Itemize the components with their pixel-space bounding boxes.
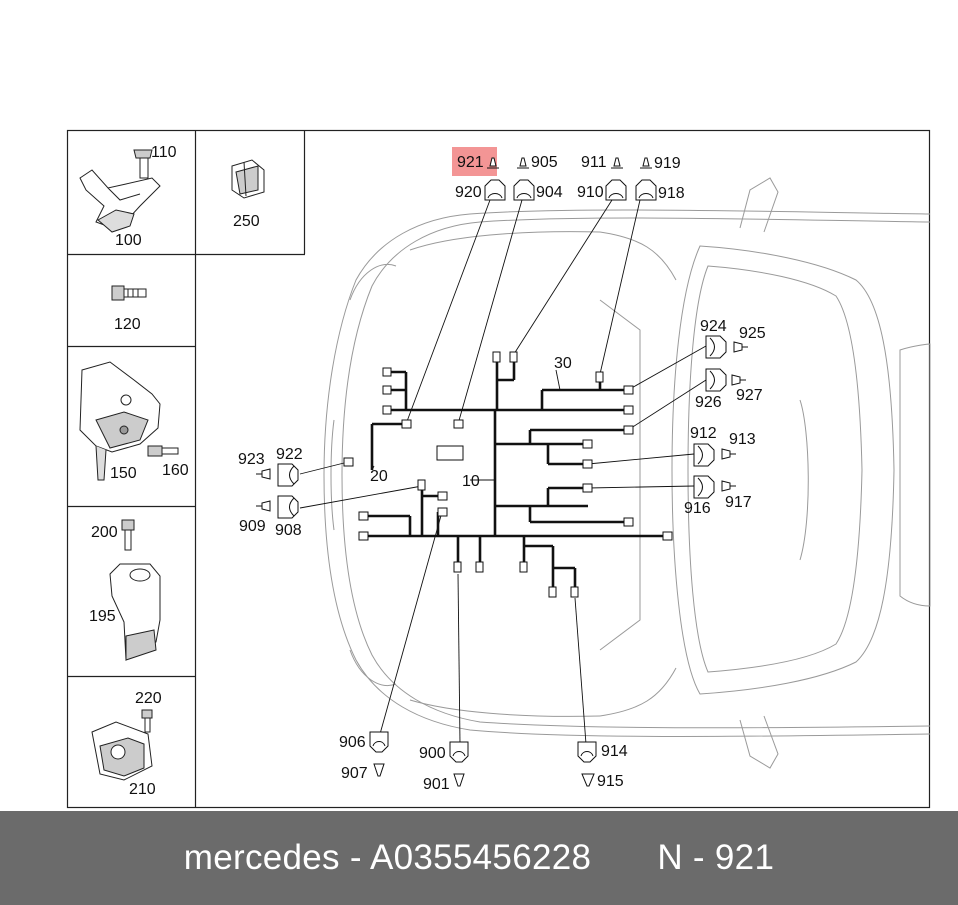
bolt-120-sketch [111, 285, 147, 301]
part-label-914: 914 [601, 743, 628, 760]
footer-part-number: A0355456228 [369, 838, 592, 877]
side-panel-labels: 110 100 250 120 150 160 200 195 220 210 [89, 144, 260, 798]
footer-caption: mercedes - A0355456228 N - 921 [184, 838, 774, 878]
part-label-913: 913 [729, 431, 756, 448]
part-label-920: 920 [455, 184, 482, 201]
harness-label-10: 10 [462, 473, 480, 490]
part-label-100: 100 [115, 232, 142, 249]
connector-symbols [256, 157, 748, 787]
part-label-912: 912 [690, 425, 717, 442]
part-label-907: 907 [341, 765, 368, 782]
side-panel-grid [67, 130, 306, 808]
part-label-919: 919 [654, 155, 681, 172]
part-label-901: 901 [423, 776, 450, 793]
diagram-labels: 921 905 920 904 911 919 910 918 924 925 … [238, 154, 766, 793]
part-label-160: 160 [162, 462, 189, 479]
harness-connectors [343, 351, 673, 598]
part-label-924: 924 [700, 318, 727, 335]
part-label-900: 900 [419, 745, 446, 762]
part-label-150: 150 [110, 465, 137, 482]
part-label-915: 915 [597, 773, 624, 790]
footer-separator: - [349, 838, 370, 877]
part-label-908: 908 [275, 522, 302, 539]
part-label-906: 906 [339, 734, 366, 751]
bracket-100-sketch [79, 149, 161, 233]
leader-lines [299, 199, 707, 745]
car-outline [323, 177, 931, 769]
part-label-110: 110 [151, 144, 177, 161]
mount-210-sketch [91, 709, 153, 781]
footer-brand: mercedes [183, 838, 340, 877]
footer-position: N - 921 [657, 838, 775, 877]
part-label-917: 917 [725, 494, 752, 511]
bracket-150-sketch [79, 361, 179, 481]
part-label-200: 200 [91, 524, 118, 541]
part-label-925: 925 [739, 325, 766, 342]
part-label-210: 210 [129, 781, 156, 798]
part-label-250: 250 [233, 213, 260, 230]
part-label-904: 904 [536, 184, 563, 201]
part-label-195: 195 [89, 608, 116, 625]
part-label-922: 922 [276, 446, 303, 463]
bracket-195-sketch [109, 519, 161, 661]
part-label-921: 921 [457, 154, 484, 171]
part-label-120: 120 [114, 316, 141, 333]
harness-label-20: 20 [370, 468, 388, 485]
clip-250-sketch [231, 159, 265, 199]
part-label-910: 910 [577, 184, 604, 201]
footer-bar: mercedes - A0355456228 N - 921 [0, 811, 958, 905]
part-label-220: 220 [135, 690, 162, 707]
part-label-918: 918 [658, 185, 685, 202]
part-label-911: 911 [581, 154, 607, 171]
part-label-916: 916 [684, 500, 711, 517]
diagram-frame [66, 129, 931, 809]
part-label-923: 923 [238, 451, 265, 468]
part-label-905: 905 [531, 154, 558, 171]
harness-label-30: 30 [554, 355, 572, 372]
highlight-box [452, 147, 497, 176]
parts-diagram: 110 100 250 120 150 160 200 195 220 210 [66, 129, 931, 809]
wiring-harness [362, 362, 666, 590]
part-label-926: 926 [695, 394, 722, 411]
part-label-927: 927 [736, 387, 763, 404]
part-label-909: 909 [239, 518, 266, 535]
